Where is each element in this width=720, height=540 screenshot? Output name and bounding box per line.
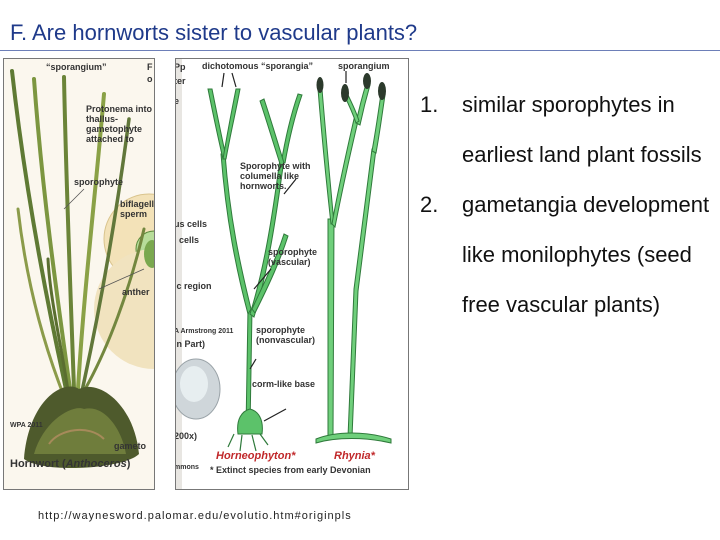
biflagellate-sperm-label: biflagellate sperm [120,199,155,219]
source-url: http://waynesword.palomar.edu/evolutio.h… [38,510,352,522]
points-list: 1. similar sporophytes in earliest land … [420,80,715,330]
gametophyte-label: gameto [114,441,147,451]
point-number: 2. [420,192,439,217]
point-item: 1. similar sporophytes in earliest land … [420,80,715,180]
slide-title: F. Are hornworts sister to vascular plan… [10,20,418,45]
dichotomous-sporangia-label: dichotomous “sporangia” [202,61,314,71]
partial-label-cells2: l cells [175,235,200,245]
columella-label: Sporophyte with columella like hornworts… [240,161,311,191]
partial-label-ter: ter [175,76,186,86]
hornwort-illustration [4,59,154,489]
sporangium-label: “sporangium” [46,62,107,72]
hornwort-caption: Hornwort (Anthoceros) [10,458,131,470]
point-item: 2. gametangia development like monilophy… [420,180,715,330]
sporophyte-label: sporophyte [74,177,124,187]
caption-suffix: ) [126,458,131,470]
partial-label-pp: Pp [175,62,186,72]
fossil-plants-figure: Pp ter e dichotomous “sporangia” sporang… [175,58,409,490]
partial-label-o: o [147,74,153,84]
wpa-credit-label: WPA 2011 [10,422,43,429]
point-number: 1. [420,92,439,117]
sporophyte-nonvascular-label: sporophyte (nonvascular) [256,325,316,345]
sporangium-label-right: sporangium [338,61,390,71]
partial-label-region: ic region [175,281,212,291]
hornwort-figure: “sporangium” F o Protonema into thallus-… [3,58,155,490]
commons-credit-label: mmons [175,464,199,471]
horneophyton-caption: Horneophyton* [216,450,296,462]
extinct-note: * Extinct species from early Devonian [210,465,371,475]
protonema-label: Protonema into thallus-gametophyte attac… [86,104,153,144]
sporophyte-vascular-label: sporophyte (vascular) [268,247,318,267]
fossil-plants-illustration [176,59,408,489]
point-text: similar sporophytes in earliest land pla… [462,92,702,167]
partial-label-e: e [176,96,179,106]
magnification-label: 200x) [175,431,198,441]
title-rule [0,50,720,51]
antheridium-label: anther [122,287,150,297]
corm-base-label: corm-like base [252,379,316,389]
partial-label-in-part: in Part) [175,339,206,349]
rhynia-caption: Rhynia* [334,450,375,462]
caption-genus: Anthoceros [65,458,127,470]
point-text: gametangia development like monilophytes… [462,192,710,317]
partial-label-cells1: us cells [175,219,208,229]
partial-label-f: F [147,62,153,72]
armstrong-credit-label: A Armstrong 2011 [175,328,234,335]
caption-prefix: Hornwort ( [10,458,66,470]
